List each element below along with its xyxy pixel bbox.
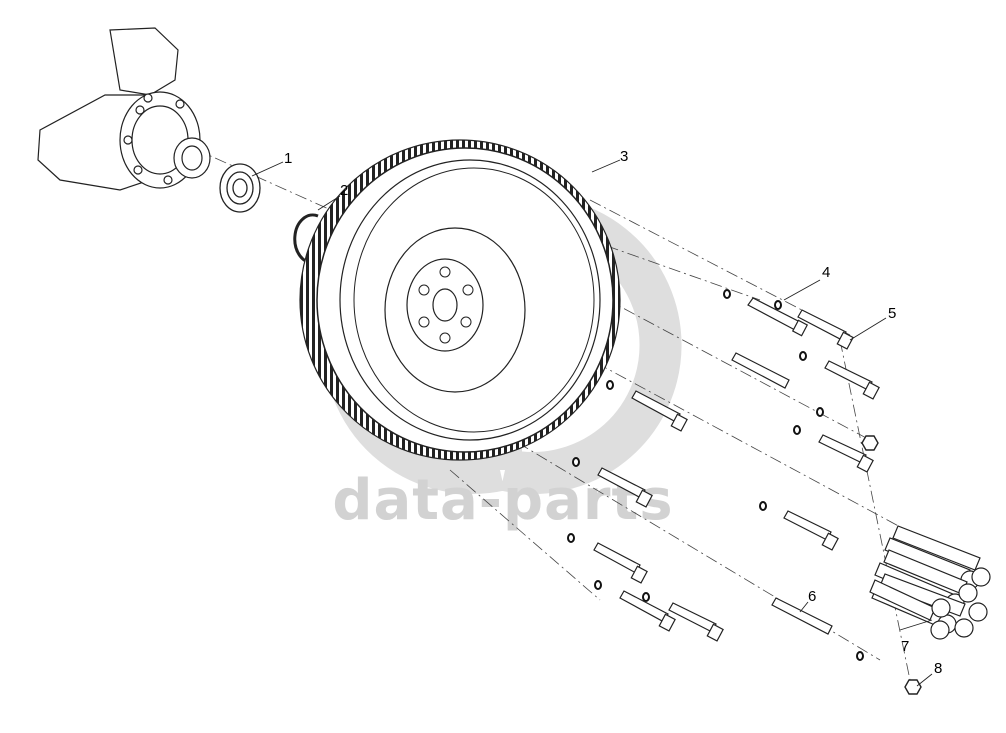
leader-lines: [251, 159, 933, 687]
flywheel: [299, 139, 621, 461]
bolts: [593, 297, 880, 642]
bearing: [219, 163, 261, 213]
washers: [567, 289, 864, 661]
studs: [731, 352, 833, 635]
callout-1: 1: [284, 150, 293, 167]
callout-8: 8: [934, 660, 943, 677]
callout-7: 7: [901, 638, 910, 655]
bolt-bundle: [869, 525, 991, 640]
nuts: [861, 435, 922, 695]
callout-2: 2: [340, 182, 349, 199]
callout-5: 5: [888, 305, 897, 322]
callout-4: 4: [822, 264, 831, 281]
engine-housing: [37, 27, 211, 191]
callout-3: 3: [620, 148, 629, 165]
callout-6: 6: [808, 588, 817, 605]
